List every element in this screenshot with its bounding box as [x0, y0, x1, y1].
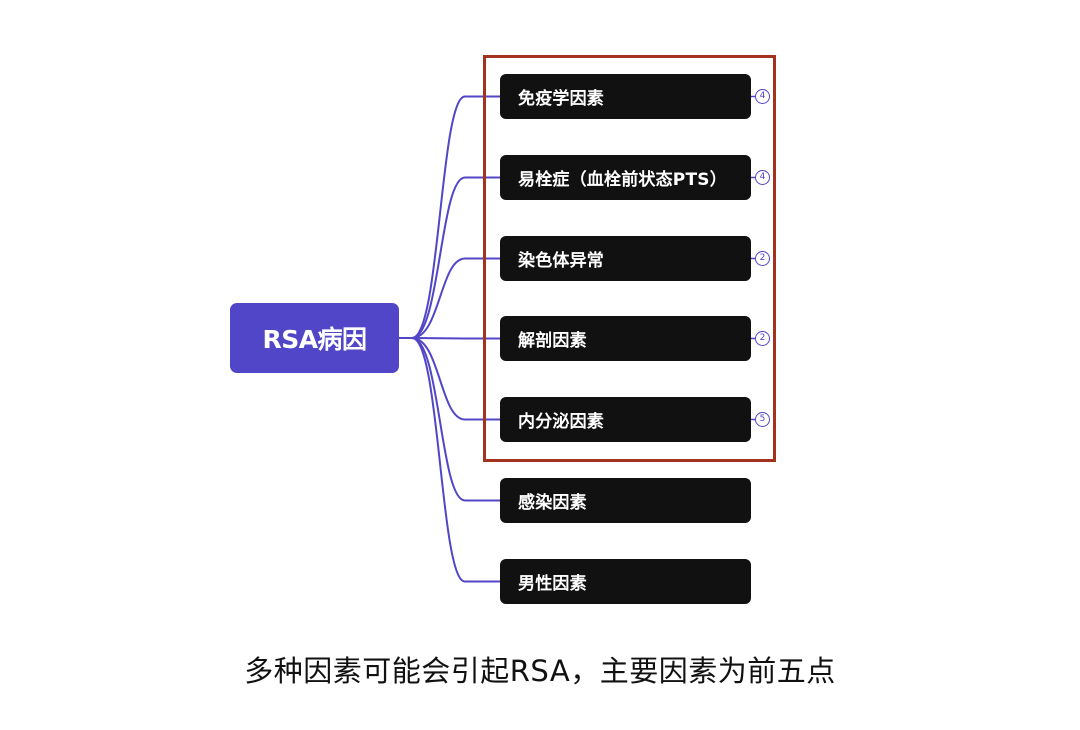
child-node-label: 免疫学因素 [518, 89, 604, 109]
connector-line [399, 337, 500, 421]
connector-line [399, 176, 500, 339]
collapsed-count-badge[interactable]: 4 [755, 170, 770, 185]
caption: 多种因素可能会引起RSA，主要因素为前五点 [244, 654, 836, 688]
child-node-label: 内分泌因素 [518, 412, 604, 432]
child-node-label: 易栓症（血栓前状态PTS） [518, 170, 727, 190]
child-node[interactable]: 感染因素 [500, 478, 751, 523]
collapsed-count-badge[interactable]: 2 [755, 331, 770, 346]
connector-line [399, 337, 500, 583]
root-node[interactable]: RSA病因 [230, 303, 399, 373]
child-node[interactable]: 染色体异常 [500, 236, 751, 281]
child-node-label: 男性因素 [518, 574, 587, 594]
child-node-label: 解剖因素 [518, 331, 587, 351]
child-node-label: 染色体异常 [518, 251, 604, 271]
child-node[interactable]: 易栓症（血栓前状态PTS） [500, 155, 751, 200]
child-node[interactable]: 男性因素 [500, 559, 751, 604]
child-node[interactable]: 解剖因素 [500, 316, 751, 361]
collapsed-count-badge[interactable]: 5 [755, 412, 770, 427]
connector-line [399, 95, 500, 339]
child-node-label: 感染因素 [518, 493, 587, 513]
child-node[interactable]: 免疫学因素 [500, 74, 751, 119]
child-node[interactable]: 内分泌因素 [500, 397, 751, 442]
connector-line [399, 257, 500, 339]
collapsed-count-badge[interactable]: 4 [755, 89, 770, 104]
collapsed-count-badge[interactable]: 2 [755, 251, 770, 266]
root-node-label: RSA病因 [262, 325, 367, 354]
